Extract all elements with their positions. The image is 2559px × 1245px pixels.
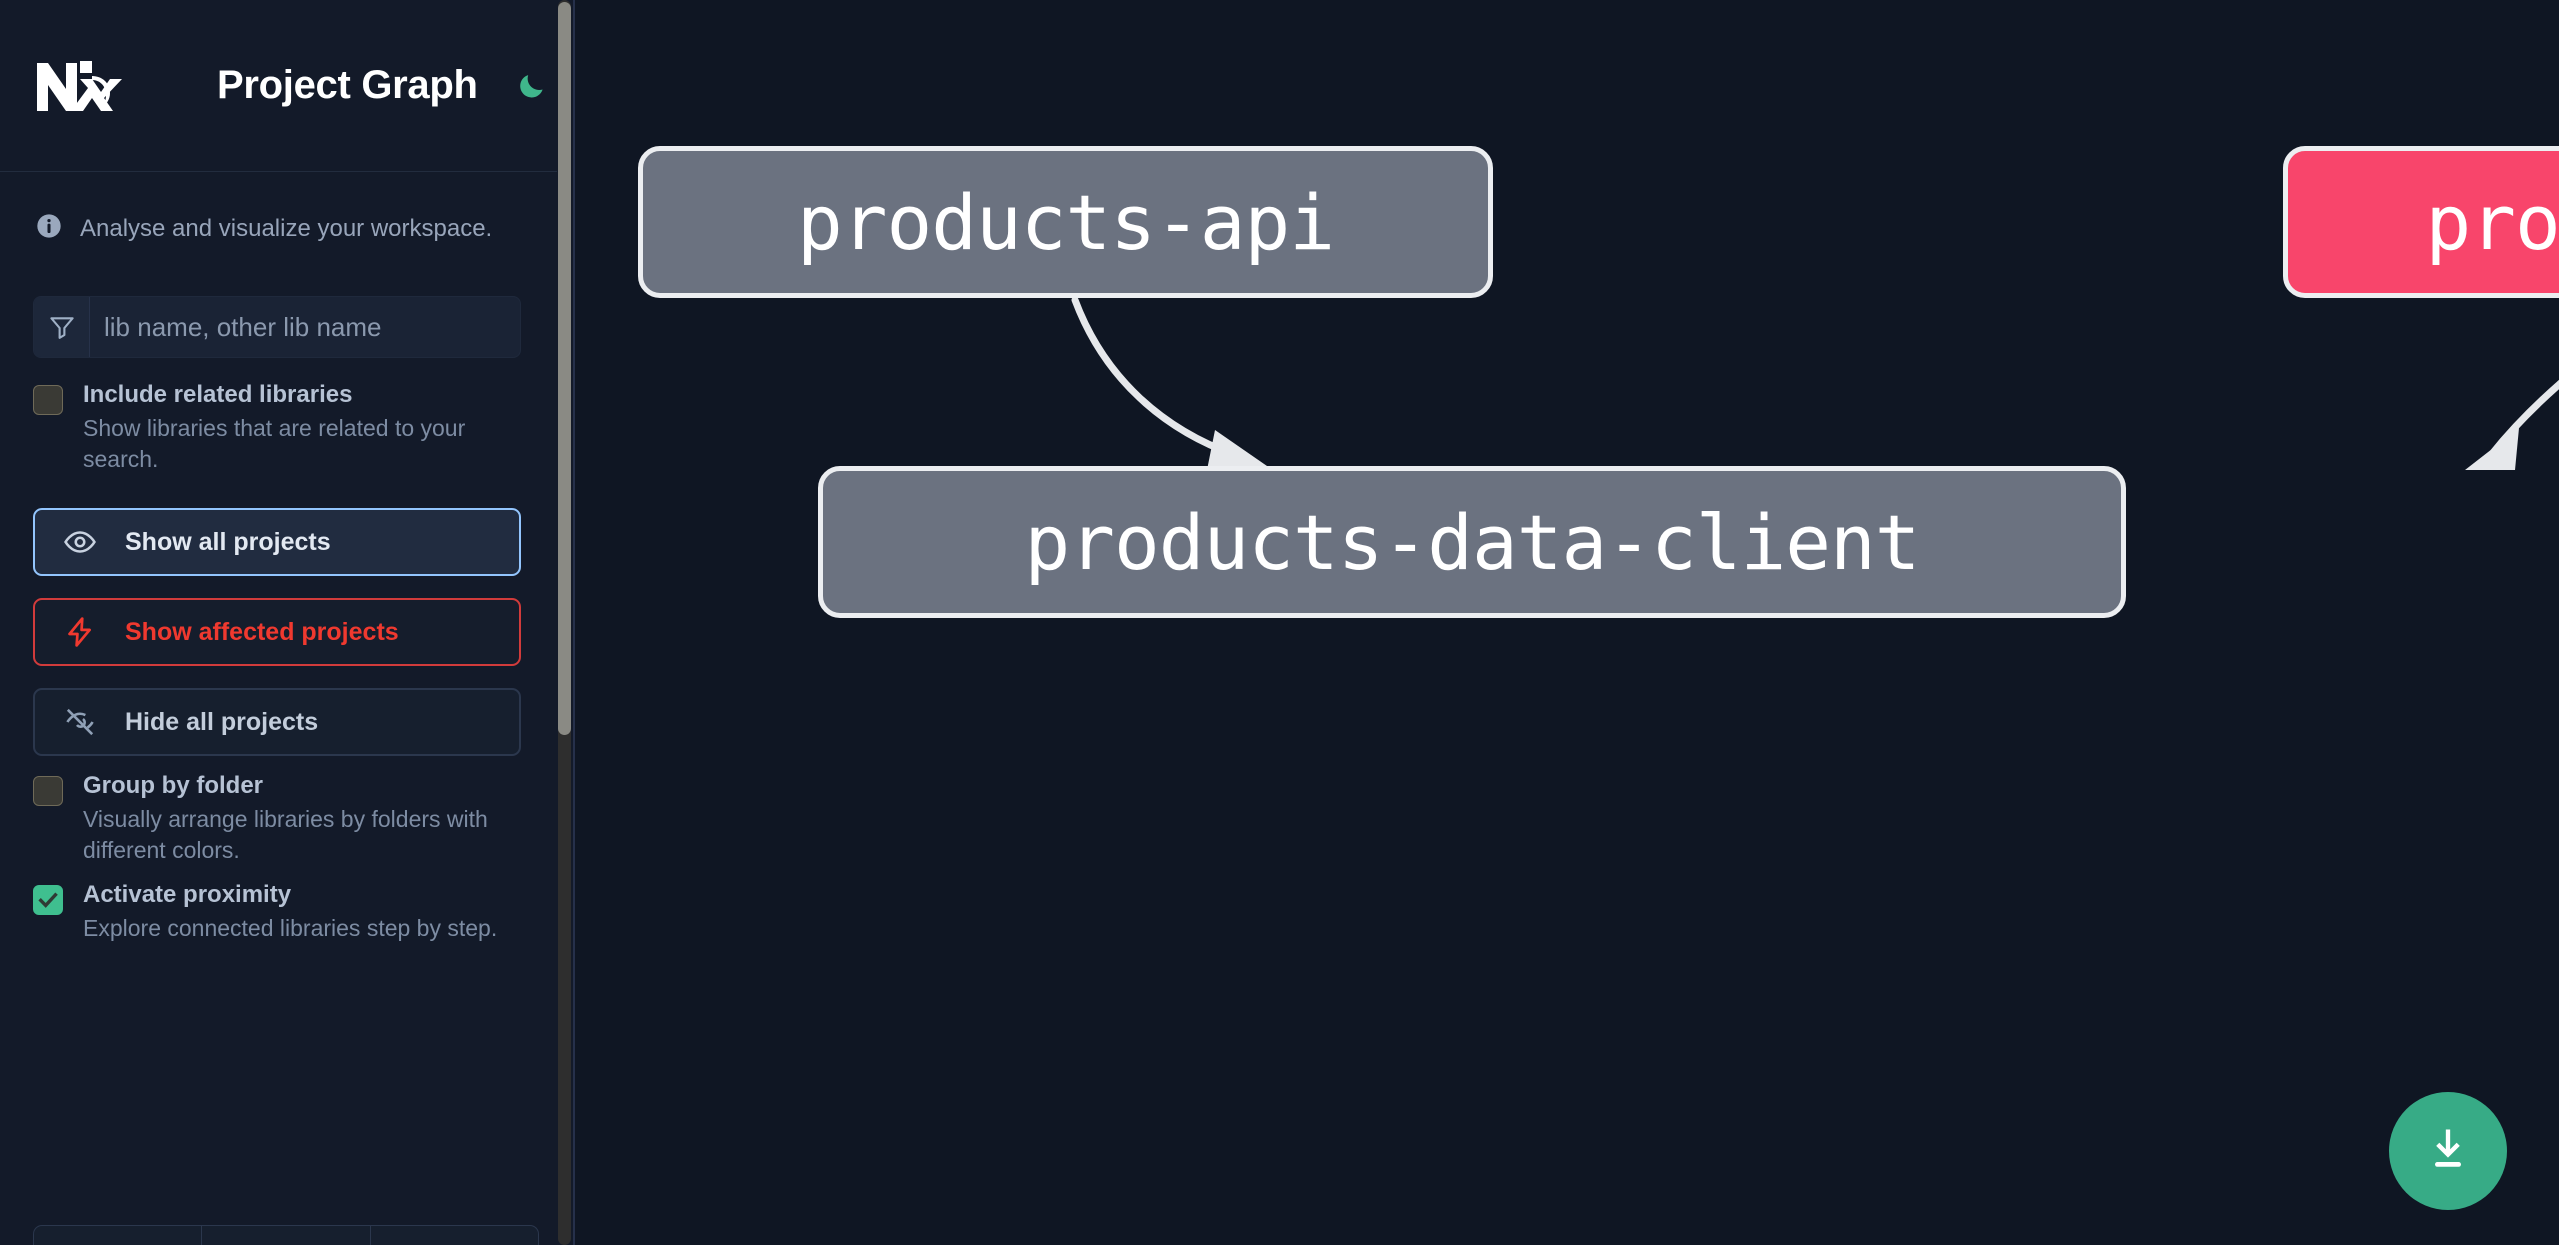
eye-icon [61, 523, 99, 561]
edge-products-cli-to-products-data-client [2487, 379, 2559, 459]
sidebar-header: Project Graph [0, 0, 557, 172]
sidebar-button-group: Show all projects Show affected projects [0, 474, 557, 757]
hide-all-projects-button[interactable]: Hide all projects [33, 688, 521, 757]
lightning-bolt-icon [61, 613, 99, 651]
graph-node-products-data-client[interactable]: products-data-client [818, 466, 2126, 618]
show-affected-projects-button[interactable]: Show affected projects [33, 598, 521, 667]
graph-edges [1071, 296, 2559, 470]
stepper-segment[interactable] [202, 1226, 371, 1245]
checkbox-group-by-folder[interactable] [33, 776, 63, 807]
sidebar-scrollbar[interactable] [558, 0, 571, 1245]
option-label: Include related libraries [83, 381, 353, 408]
nx-logo-icon [33, 57, 125, 115]
option-description: Explore connected libraries step by step… [83, 915, 498, 942]
sidebar: Project Graph Analyse and visualize yo [0, 0, 575, 1245]
hide-all-projects-label: Hide all projects [125, 707, 319, 736]
search-box[interactable] [33, 296, 521, 358]
checkbox-include-related-libraries[interactable] [33, 385, 63, 415]
show-all-projects-button[interactable]: Show all projects [33, 508, 521, 577]
sidebar-subtitle-text: Analyse and visualize your workspace. [80, 214, 493, 242]
graph-canvas[interactable]: products-api products-cli products-data-… [575, 0, 2559, 1245]
option-group-by-folder[interactable]: Group by folder Visually arrange librari… [0, 756, 557, 865]
option-label: Group by folder [83, 772, 263, 800]
graph-node-products-api[interactable]: products-api [638, 146, 1493, 298]
filter-funnel-icon [34, 297, 90, 357]
option-activate-proximity[interactable]: Activate proximity Explore connected lib… [0, 865, 557, 944]
edge-products-api-to-products-data-client [1071, 296, 1239, 459]
stepper-segment[interactable] [34, 1226, 203, 1245]
option-include-related-libraries[interactable]: Include related libraries Show libraries… [0, 358, 557, 474]
checkbox-activate-proximity[interactable] [33, 885, 63, 916]
edge-arrowhead [1207, 430, 1267, 470]
option-description: Show libraries that are related to your … [83, 415, 466, 472]
sidebar-subtitle: Analyse and visualize your workspace. [0, 172, 557, 245]
stepper-segment[interactable] [371, 1226, 538, 1245]
graph-node-label: products-cli [2425, 177, 2559, 267]
download-icon [2422, 1123, 2474, 1180]
eye-slash-icon [61, 703, 99, 741]
option-description: Visually arrange libraries by folders wi… [83, 806, 488, 863]
show-all-projects-label: Show all projects [125, 527, 331, 556]
graph-node-products-cli[interactable]: products-cli [2283, 146, 2559, 298]
proximity-stepper-control[interactable] [33, 1225, 539, 1245]
show-affected-projects-label: Show affected projects [125, 617, 399, 646]
moon-icon[interactable] [511, 66, 551, 106]
option-label: Activate proximity [83, 881, 292, 909]
search-input[interactable] [90, 297, 520, 357]
page-title: Project Graph [217, 63, 478, 107]
info-circle-icon [35, 212, 63, 245]
sidebar-scrollbar-thumb[interactable] [558, 2, 571, 735]
graph-node-label: products-data-client [1024, 497, 1920, 587]
graph-node-label: products-api [796, 177, 1335, 267]
edge-arrowhead [2465, 428, 2519, 470]
download-graph-button[interactable] [2389, 1092, 2507, 1210]
sidebar-divider [573, 0, 575, 1245]
